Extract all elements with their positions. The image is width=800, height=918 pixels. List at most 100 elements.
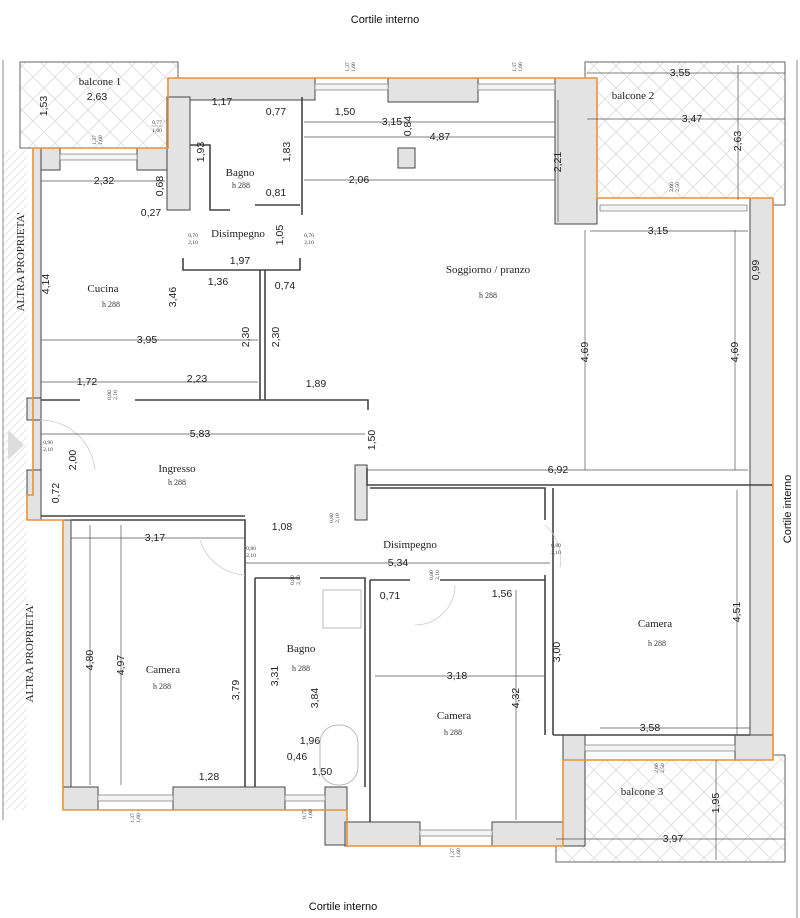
svg-text:1,60: 1,60: [98, 135, 104, 145]
neighbor-top-label: ALTRA PROPRIETA': [15, 213, 27, 312]
dimension: 3,79: [230, 680, 242, 701]
svg-text:1,60: 1,60: [456, 848, 462, 858]
svg-text:1,60: 1,60: [136, 813, 142, 823]
windows: [59, 83, 748, 837]
dimension-labels: 2,63 1,53 1,17 0,77 1,93 1,83 0,81 0,68 …: [38, 67, 762, 845]
opening: 0,702,10: [304, 233, 314, 246]
room-disimpegno-2: Disimpegno: [383, 539, 437, 551]
opening: 0,802,10: [551, 543, 561, 556]
room-labels: balcone 1 balcone 2 balcone 3 Bagno h 28…: [79, 76, 672, 798]
dimension: 0,99: [750, 260, 762, 281]
dimension: 1,08: [272, 521, 293, 533]
dimension: 0,68: [154, 176, 166, 197]
dimension: 2,32: [94, 175, 115, 187]
room-height: h 288: [292, 664, 310, 673]
svg-text:1,37: 1,37: [92, 135, 98, 145]
neighbor-property-area: [3, 150, 27, 810]
svg-text:1,60: 1,60: [518, 62, 524, 72]
entrance-arrow-icon: [8, 430, 24, 460]
dimension: 4,51: [731, 602, 743, 623]
dimension: 2,23: [187, 373, 208, 385]
svg-text:0,70: 0,70: [188, 233, 198, 239]
property-outline: [26, 77, 774, 847]
dimension: 2,30: [240, 327, 252, 348]
dimension: 0,46: [287, 751, 308, 763]
dimension: 3,46: [167, 287, 179, 308]
room-balcone-1: balcone 1: [79, 76, 121, 88]
room-height: h 288: [153, 682, 171, 691]
svg-text:1,37: 1,37: [130, 813, 136, 823]
room-soggiorno: Soggiorno / pranzo: [446, 264, 531, 276]
dimension-lines: [41, 65, 785, 860]
dimension: 1,95: [710, 793, 722, 814]
dimension: 3,15: [648, 225, 669, 237]
dimension: 3,58: [640, 722, 661, 734]
svg-text:2,66: 2,66: [654, 763, 660, 773]
dimension: 4,14: [40, 274, 52, 295]
balcony-1: [19, 61, 179, 149]
dimension: 3,97: [663, 833, 684, 845]
room-balcone-3: balcone 3: [621, 786, 664, 798]
dimension: 3,95: [137, 334, 158, 346]
dimension: 1,50: [312, 766, 333, 778]
svg-text:0,77: 0,77: [152, 120, 162, 126]
dimension: 1,89: [306, 378, 327, 390]
room-ingresso: Ingresso: [158, 463, 196, 475]
dimension: 4,97: [115, 655, 127, 676]
svg-text:0,80: 0,80: [551, 543, 561, 549]
room-height: h 288: [102, 300, 120, 309]
dimension: 3,18: [447, 670, 468, 682]
svg-text:2,10: 2,10: [335, 513, 341, 523]
dimension: 1,96: [300, 735, 321, 747]
opening: 0,802,10: [246, 546, 256, 559]
room-camera-center: Camera: [437, 710, 471, 722]
dimension: 1,53: [38, 96, 50, 117]
room-camera-left: Camera: [146, 664, 180, 676]
svg-text:2,10: 2,10: [435, 570, 441, 580]
dimension: 2,63: [87, 91, 108, 103]
svg-text:2,10: 2,10: [304, 240, 314, 246]
dimension: 0,71: [380, 590, 401, 602]
svg-text:1,60: 1,60: [152, 128, 162, 134]
dimension: 1,50: [366, 430, 378, 451]
dimension: 1,28: [199, 771, 220, 783]
dimension: 1,05: [274, 225, 286, 246]
svg-text:0,80: 0,80: [429, 570, 435, 580]
svg-text:2,10: 2,10: [551, 550, 561, 556]
dimension: 0,72: [50, 483, 62, 504]
svg-text:0,80: 0,80: [107, 390, 113, 400]
svg-text:0,90: 0,90: [43, 440, 53, 446]
walls: [26, 77, 774, 847]
svg-text:1,60: 1,60: [351, 62, 357, 72]
dimension: 4,80: [84, 650, 96, 671]
svg-text:1,37: 1,37: [450, 848, 456, 858]
balcony-3: [555, 754, 786, 863]
dimension: 1,97: [230, 255, 251, 267]
interior-walls: [8, 97, 773, 822]
svg-text:1,37: 1,37: [345, 62, 351, 72]
opening: 0,902,10: [43, 440, 53, 453]
svg-text:2,50: 2,50: [675, 182, 681, 192]
dimension: 3,15: [382, 116, 403, 128]
courtyard-bottom-label: Cortile interno: [309, 901, 377, 913]
room-balcone-2: balcone 2: [612, 90, 654, 102]
svg-text:2,10: 2,10: [188, 240, 198, 246]
svg-text:2,10: 2,10: [113, 390, 119, 400]
dimension: 2,06: [349, 174, 370, 186]
dimension: 0,27: [141, 207, 162, 219]
dimension: 2,21: [552, 152, 564, 173]
room-bagno-2: Bagno: [287, 643, 316, 655]
dimension: 4,87: [430, 131, 451, 143]
dimension: 2,63: [732, 131, 744, 152]
dimension: 1,17: [212, 96, 233, 108]
